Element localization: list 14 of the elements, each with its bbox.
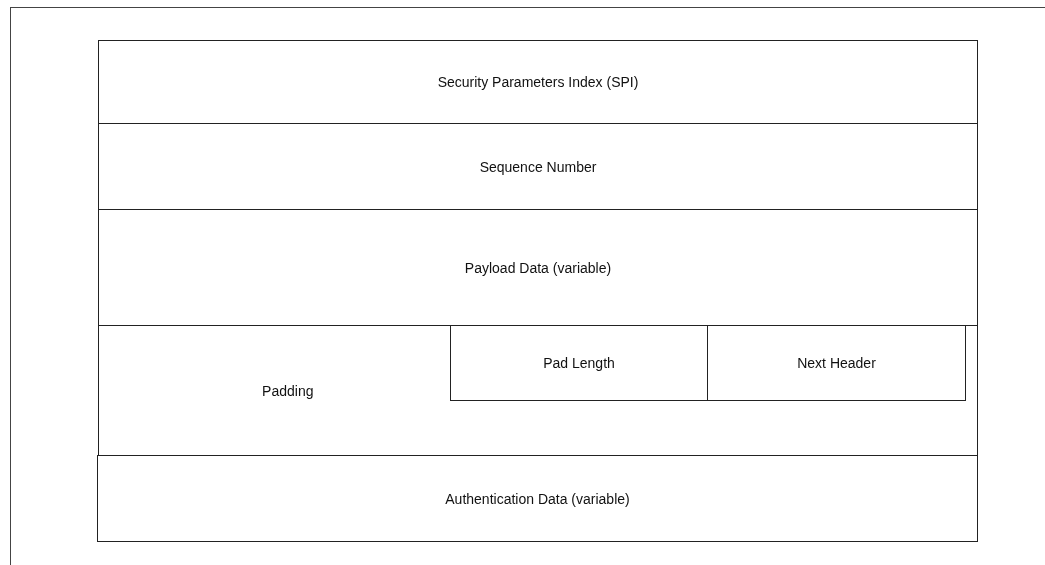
field-box xyxy=(97,455,978,542)
field-label: Next Header xyxy=(797,355,876,371)
field-label: Pad Length xyxy=(543,355,615,371)
field-label: Authentication Data (variable) xyxy=(445,490,630,507)
field-box xyxy=(450,325,708,401)
field-box xyxy=(98,123,978,210)
field-box xyxy=(98,325,978,456)
field-box xyxy=(707,325,966,401)
field-label: Padding xyxy=(262,382,314,399)
field-box xyxy=(98,40,978,124)
field-label: Sequence Number xyxy=(479,158,597,175)
field-box xyxy=(98,209,978,326)
field-label: Payload Data (variable) xyxy=(464,259,612,276)
field-label: Security Parameters Index (SPI) xyxy=(437,74,639,90)
